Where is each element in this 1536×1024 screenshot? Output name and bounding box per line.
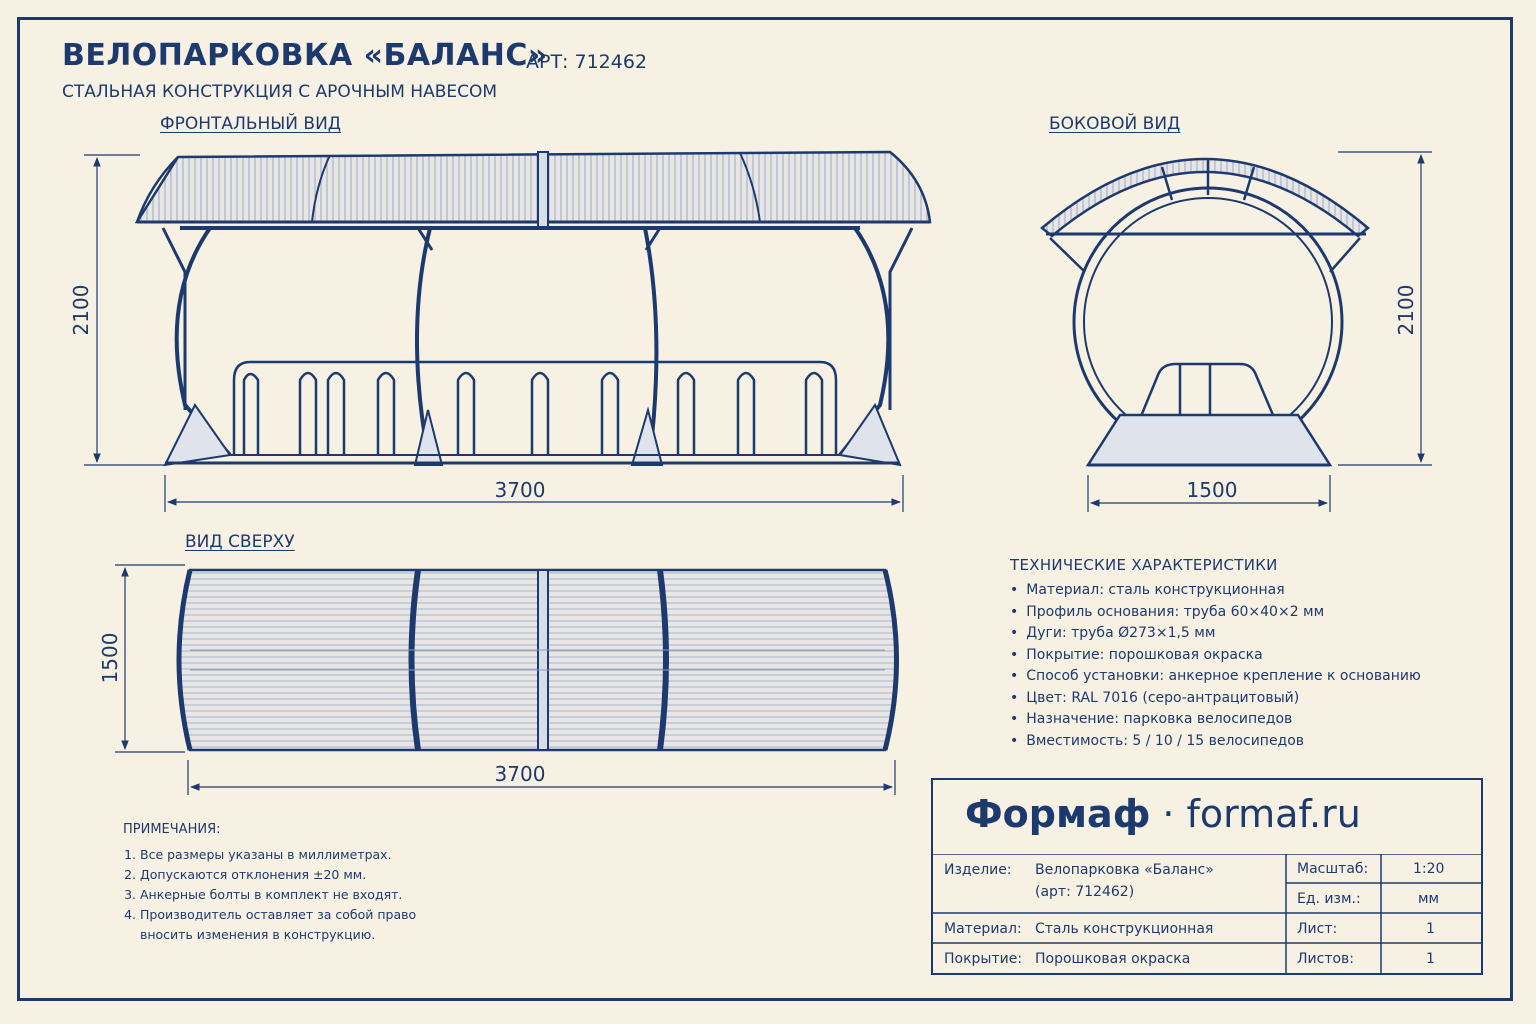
- title-block-grid-lines: [933, 854, 1481, 973]
- scale-value: 1:20: [1413, 861, 1445, 877]
- spec-item: Материал: сталь конструкционная: [1010, 580, 1421, 602]
- side-dimension-lines: [1087, 151, 1432, 512]
- top-width-dim: 3700: [495, 762, 546, 786]
- material-label: Материал:: [944, 921, 1022, 937]
- brand-separator: ·: [1162, 792, 1175, 836]
- note-item: Все размеры указаны в миллиметрах.: [140, 845, 440, 865]
- tech-specs: ТЕХНИЧЕСКИЕ ХАРАКТЕРИСТИКИ Материал: ста…: [1010, 556, 1421, 752]
- product-article: (арт: 712462): [1035, 884, 1135, 900]
- notes: ПРИМЕЧАНИЯ: Все размеры указаны в миллим…: [123, 822, 440, 945]
- spec-item: Вместимость: 5 / 10 / 15 велосипедов: [1010, 731, 1421, 753]
- side-view-drawing: [1040, 157, 1370, 467]
- note-item: Анкерные болты в комплект не входят.: [140, 885, 440, 905]
- coating-label: Покрытие:: [944, 951, 1023, 967]
- side-view-label: БОКОВОЙ ВИД: [1049, 114, 1181, 134]
- product-label: Изделие:: [944, 862, 1012, 878]
- spec-item: Цвет: RAL 7016 (серо-антрацитовый): [1010, 688, 1421, 710]
- sheet-label: Лист:: [1297, 921, 1338, 937]
- tech-specs-heading: ТЕХНИЧЕСКИЕ ХАРАКТЕРИСТИКИ: [1010, 556, 1278, 574]
- top-dimension-lines: [115, 564, 896, 795]
- spec-item: Способ установки: анкерное крепление к о…: [1010, 666, 1420, 688]
- sheets-value: 1: [1426, 951, 1435, 967]
- sheet-value: 1: [1426, 921, 1435, 937]
- page-subtitle: СТАЛЬНАЯ КОНСТРУКЦИЯ С АРОЧНЫМ НАВЕСОМ: [62, 82, 498, 102]
- spec-item: Покрытие: порошковая окраска: [1010, 645, 1421, 667]
- scale-label: Масштаб:: [1297, 861, 1369, 877]
- front-view-drawing: [134, 150, 932, 467]
- coating-value: Порошковая окраска: [1035, 951, 1191, 967]
- spec-item: Профиль основания: труба 60×40×2 мм: [1010, 602, 1421, 624]
- title-block: Формаф·formaf.ru Изделие: Велопарковка «…: [931, 778, 1483, 975]
- title-block-table: Изделие: Велопарковка «Баланс» (арт: 712…: [933, 854, 1481, 973]
- front-width-dim: 3700: [495, 478, 546, 502]
- product-value: Велопарковка «Баланс»: [1035, 862, 1214, 878]
- brand-logo: Формаф·formaf.ru: [965, 792, 1361, 836]
- spec-item: Назначение: парковка велосипедов: [1010, 709, 1421, 731]
- top-view-label: ВИД СВЕРХУ: [185, 532, 295, 552]
- note-item: Производитель оставляет за собой право в…: [140, 905, 440, 945]
- top-height-dim: 1500: [98, 633, 122, 684]
- unit-value: мм: [1418, 891, 1440, 907]
- top-view-drawing: [176, 568, 899, 752]
- front-view-label: ФРОНТАЛЬНЫЙ ВИД: [160, 114, 342, 134]
- front-height-dim: 2100: [69, 285, 93, 336]
- side-width-dim: 1500: [1187, 478, 1238, 502]
- tech-specs-list: Материал: сталь конструкционная Профиль …: [1010, 580, 1421, 753]
- notes-list: Все размеры указаны в миллиметрах. Допус…: [123, 845, 440, 945]
- article-number: АРТ: 712462: [526, 51, 648, 73]
- page-title: ВЕЛОПАРКОВКА «БАЛАНС»: [62, 38, 548, 73]
- front-dimension-lines: [84, 154, 904, 512]
- notes-heading: ПРИМЕЧАНИЯ:: [123, 822, 221, 837]
- unit-label: Ед. изм.:: [1297, 891, 1361, 907]
- sheets-label: Листов:: [1297, 951, 1355, 967]
- side-height-dim: 2100: [1394, 285, 1418, 336]
- material-value: Сталь конструкционная: [1035, 921, 1214, 937]
- spec-item: Дуги: труба Ø273×1,5 мм: [1010, 623, 1421, 645]
- brand-name: Формаф: [965, 792, 1151, 836]
- brand-site: formaf.ru: [1186, 792, 1361, 836]
- note-item: Допускаются отклонения ±20 мм.: [140, 865, 440, 885]
- drawing-frame: [17, 17, 1513, 1001]
